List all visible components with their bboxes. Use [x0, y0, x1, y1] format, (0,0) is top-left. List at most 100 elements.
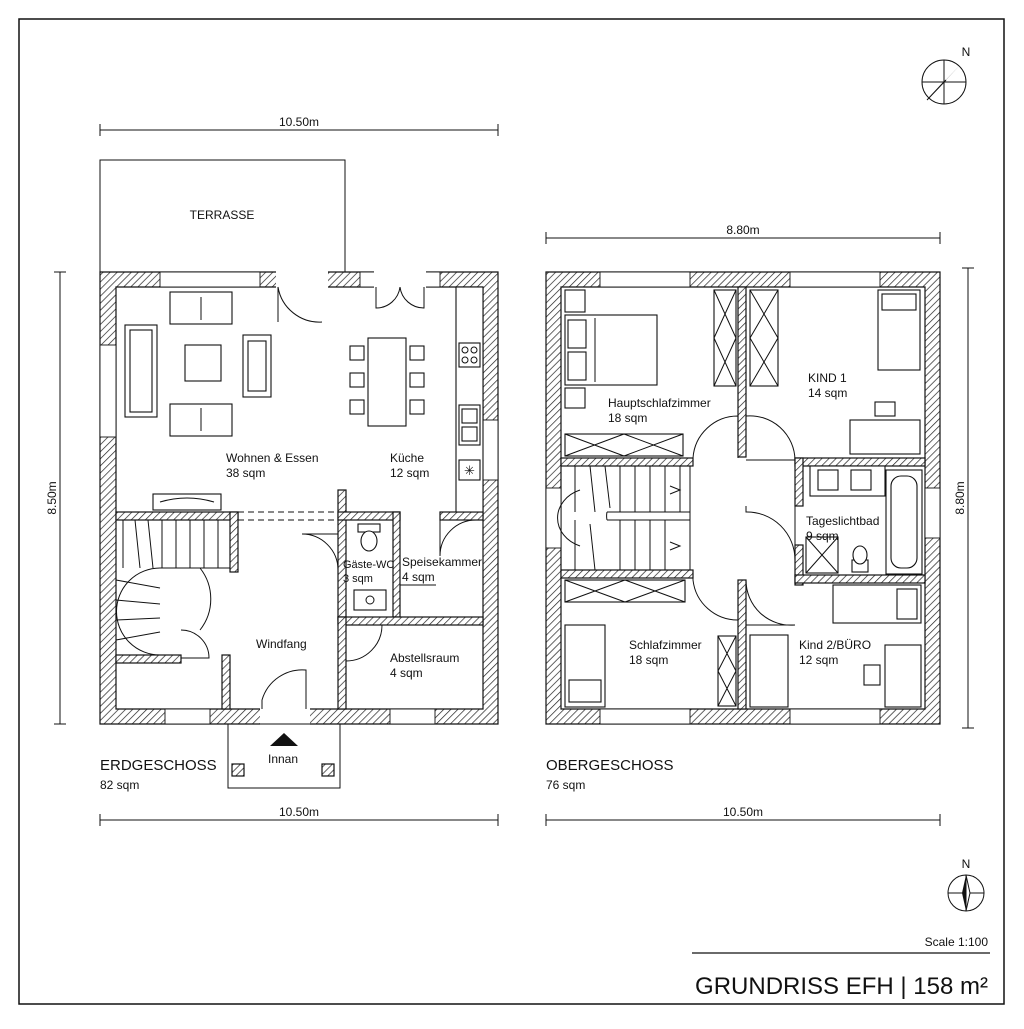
svg-text:✳: ✳ — [464, 463, 475, 478]
kitchen-terrace-door[interactable] — [375, 286, 425, 309]
column — [321, 763, 335, 777]
room-area-kitchen: 12 sqm — [390, 466, 429, 480]
interior-wall — [794, 457, 804, 507]
bedroom-door[interactable] — [692, 570, 739, 621]
room-area-guest-wc: 3 sqm — [343, 573, 373, 585]
wardrobe — [717, 635, 737, 707]
staircase — [557, 465, 691, 571]
dimension-bottom-upper: 10.50m — [545, 805, 941, 826]
coffee-table — [184, 344, 222, 382]
dimension-left-ground: 8.50m — [45, 271, 66, 725]
interior-wall — [737, 579, 747, 710]
interior-wall — [337, 616, 347, 710]
interior-wall — [794, 457, 926, 467]
wardrobe — [564, 579, 686, 603]
room-name-storage: Abstellsraum — [390, 651, 459, 665]
room-area-kid1: 14 sqm — [808, 386, 847, 400]
terrace-door[interactable] — [277, 286, 323, 323]
sideboard — [152, 493, 222, 511]
wc-door[interactable] — [301, 533, 339, 571]
desk-chair — [863, 664, 881, 686]
room-name-pantry: Speisekammer — [402, 555, 482, 569]
upper-floor-plan: Hauptschlafzimmer 18 sqm KIND 1 14 sqm T… — [545, 223, 974, 826]
wardrobe — [749, 289, 779, 387]
window — [99, 344, 117, 438]
room-area-pantry: 4 sqm — [402, 570, 435, 584]
ground-floor-plan: TERRASSE — [45, 115, 499, 826]
interior-wall — [115, 511, 239, 521]
room-area-bath: 9 sqm — [806, 529, 839, 543]
room-name-vestibule: Windfang — [256, 637, 307, 651]
scale-label: Scale 1:100 — [925, 935, 989, 949]
svg-text:10.50m: 10.50m — [279, 805, 319, 819]
interior-wall — [337, 616, 484, 626]
chair — [349, 399, 365, 415]
toilet — [852, 545, 868, 565]
window — [789, 708, 881, 725]
window — [164, 708, 211, 725]
interior-wall — [560, 457, 694, 467]
kid1-door[interactable] — [745, 415, 796, 461]
floor-area-upper: 76 sqm — [546, 778, 585, 792]
north-arrow-bottom-icon: N — [947, 857, 985, 912]
wc-sink — [353, 589, 387, 611]
interior-wall — [337, 511, 401, 521]
window — [159, 271, 261, 288]
entrance-door[interactable] — [261, 669, 307, 709]
north-arrow-top-icon: N — [921, 45, 971, 105]
window — [389, 708, 436, 725]
interior-wall — [794, 544, 804, 586]
floor-name-upper: OBERGESCHOSS — [546, 757, 674, 774]
staircase — [115, 519, 231, 656]
nightstand — [564, 289, 586, 313]
interior-wall — [794, 574, 926, 584]
window — [924, 487, 941, 539]
svg-text:10.50m: 10.50m — [279, 115, 319, 129]
entrance-landing — [227, 723, 341, 789]
chair — [349, 372, 365, 388]
dimension-right-upper: 8.80m — [953, 267, 974, 729]
interior-wall — [337, 489, 347, 621]
room-name-bath: Tageslichtbad — [806, 514, 879, 528]
dimension-bottom-ground: 10.50m — [99, 805, 499, 826]
desk — [884, 644, 922, 708]
interior-wall — [560, 569, 694, 579]
dimension-top-ground: 10.50m — [99, 115, 499, 136]
sheet-border — [18, 18, 1005, 1005]
bath-door[interactable] — [745, 506, 796, 561]
svg-text:8.50m: 8.50m — [45, 481, 59, 514]
interior-wall — [737, 286, 747, 458]
svg-text:N: N — [962, 45, 971, 59]
svg-text:8.80m: 8.80m — [726, 223, 759, 237]
room-name-guest-wc: Gäste-WC — [343, 559, 394, 571]
storage-door[interactable] — [345, 624, 383, 662]
terrace-label: TERRASSE — [190, 208, 255, 222]
svg-text:N: N — [962, 857, 971, 871]
interior-wall — [439, 511, 484, 521]
dining-table — [367, 337, 407, 427]
kid2-door[interactable] — [745, 579, 796, 626]
toilet — [360, 530, 378, 552]
dimension-top-upper: 8.80m — [545, 223, 941, 244]
floor-name-ground: ERDGESCHOSS — [100, 757, 217, 774]
room-name-kitchen: Küche — [390, 451, 424, 465]
plan-title: GRUNDRISS EFH | 158 m² — [695, 973, 988, 1000]
entrance-label: Innan — [268, 752, 298, 766]
chair — [409, 345, 425, 361]
wardrobe — [564, 433, 684, 457]
desk — [849, 419, 921, 455]
window — [789, 271, 881, 288]
window — [482, 419, 499, 481]
floor-area-ground: 82 sqm — [100, 778, 139, 792]
pantry-door-top[interactable] — [439, 519, 477, 557]
room-area-living: 38 sqm — [226, 466, 265, 480]
stair-door[interactable] — [180, 629, 210, 659]
svg-text:10.50m: 10.50m — [723, 805, 763, 819]
nightstand — [564, 387, 586, 409]
chair — [409, 399, 425, 415]
master-door[interactable] — [692, 415, 739, 466]
window — [599, 708, 691, 725]
room-area-storage: 4 sqm — [390, 666, 423, 680]
interior-wall — [115, 654, 182, 664]
